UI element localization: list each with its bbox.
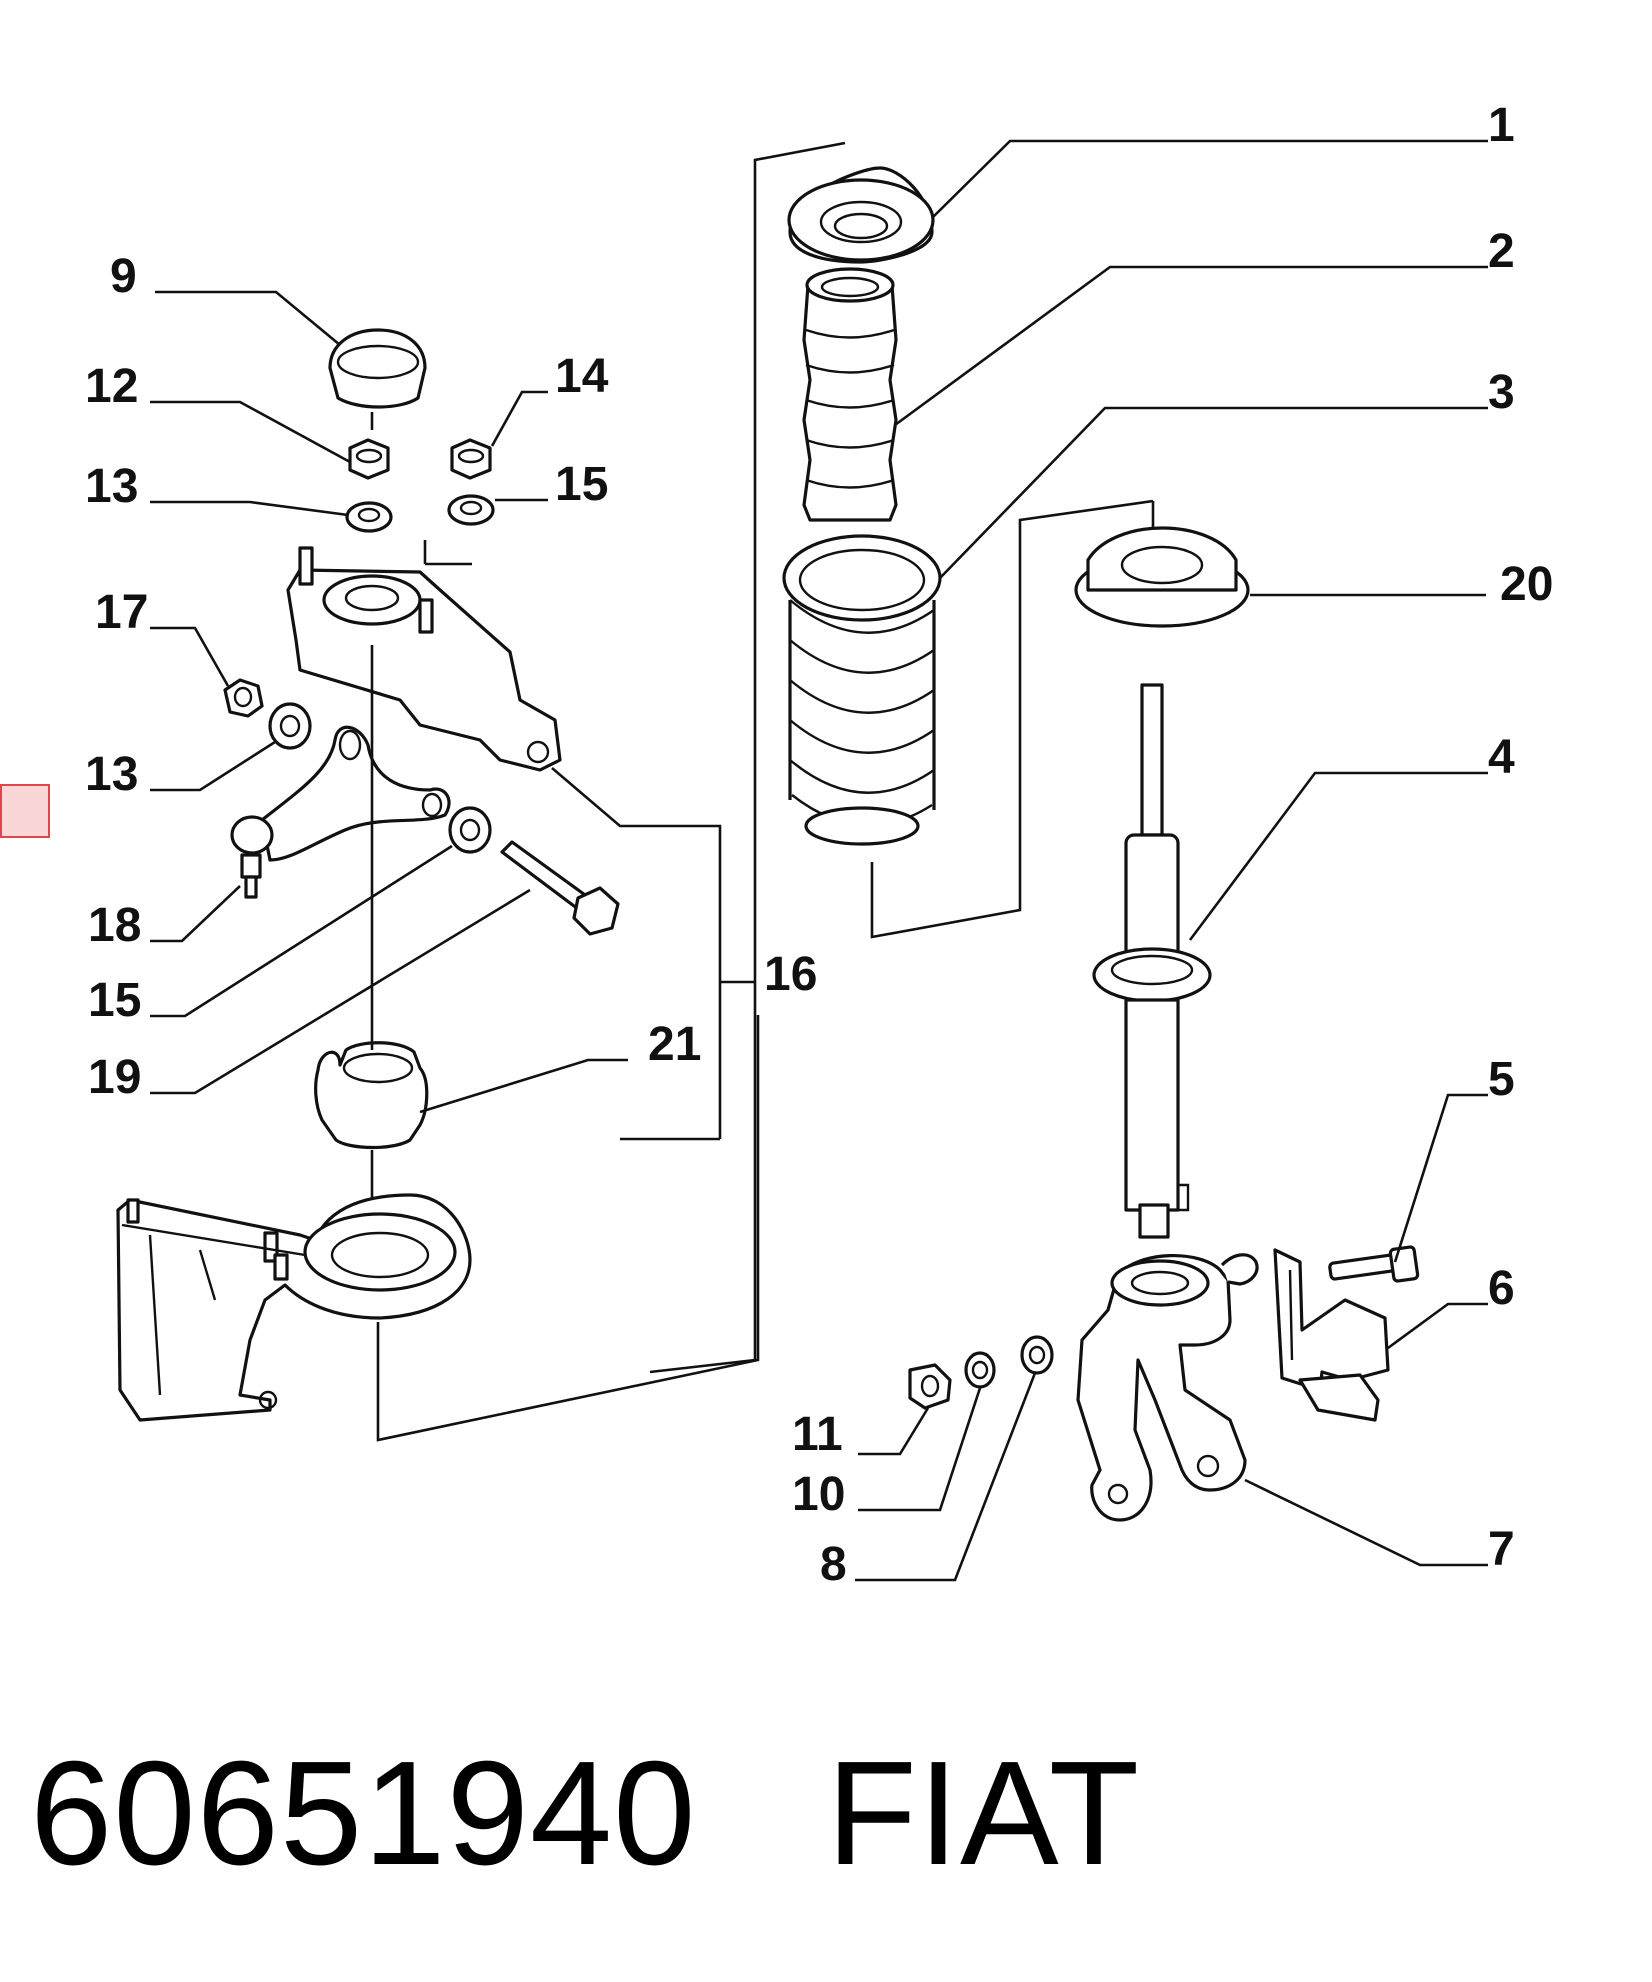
- part-4-shock-absorber: [1092, 683, 1212, 1239]
- part-19-bolt: [500, 840, 620, 936]
- part-14-nut: [450, 438, 492, 480]
- callout-2: 2: [1488, 225, 1515, 278]
- part-18-control-arm: [230, 725, 451, 899]
- callout-5: 5: [1488, 1053, 1515, 1106]
- callout-11: 11: [792, 1408, 843, 1461]
- callout-7: 7: [1488, 1523, 1515, 1576]
- callout-1: 1: [1488, 99, 1515, 152]
- callout-6: 6: [1488, 1262, 1515, 1315]
- group-16-bracket: [376, 141, 1155, 1442]
- callout-labels: 1 2 3 20 4 5 6 7 8 10 11 16 9 12 13 14 1…: [85, 99, 1553, 1591]
- part-7-knuckle: [1076, 1253, 1259, 1522]
- part-21-bushing: [314, 1041, 429, 1150]
- part-15-washer-top: [447, 494, 495, 526]
- part-11-nut: [908, 1363, 952, 1410]
- callout-13-side: 13: [85, 748, 138, 801]
- part-8-washer: [1020, 1335, 1054, 1375]
- callout-15-top: 15: [555, 458, 608, 511]
- part-1-upper-spring-seat: [787, 166, 935, 264]
- callout-13-top: 13: [85, 460, 138, 513]
- part-6-bracket: [1273, 1248, 1390, 1422]
- part-number: 60651940: [30, 1731, 697, 1896]
- part-13-washer-top: [345, 501, 393, 533]
- part-3-coil-spring: [782, 534, 942, 846]
- callout-18: 18: [88, 899, 141, 952]
- part-2-bellows: [802, 267, 898, 522]
- callout-4: 4: [1488, 731, 1515, 784]
- callout-3: 3: [1488, 366, 1515, 419]
- part-13-washer-side: [268, 702, 312, 750]
- part-12-nut: [348, 438, 390, 480]
- part-10-spring-washer: [964, 1351, 996, 1389]
- callout-15-side: 15: [88, 974, 141, 1027]
- callout-12: 12: [85, 360, 138, 413]
- callout-14: 14: [555, 350, 609, 403]
- callout-10: 10: [792, 1468, 845, 1521]
- part-5-bolt: [1328, 1245, 1420, 1283]
- part-20-spring-pad: [1074, 526, 1250, 628]
- callout-17: 17: [95, 586, 148, 639]
- upper-mount-bracket: [286, 546, 562, 772]
- callout-21: 21: [648, 1018, 701, 1071]
- callout-19: 19: [88, 1051, 141, 1104]
- part-17-nut: [223, 678, 264, 718]
- callout-leaders: [150, 139, 1488, 1582]
- callout-16: 16: [764, 948, 817, 1001]
- callout-8: 8: [820, 1538, 847, 1591]
- part-9-cap: [328, 328, 427, 409]
- brand-name: FIAT: [826, 1731, 1141, 1896]
- callout-9: 9: [110, 250, 137, 303]
- strut-tower-base: [116, 1193, 472, 1422]
- part-15-washer-side: [448, 806, 492, 854]
- highlight-marker: [0, 784, 50, 838]
- callout-20: 20: [1500, 558, 1553, 611]
